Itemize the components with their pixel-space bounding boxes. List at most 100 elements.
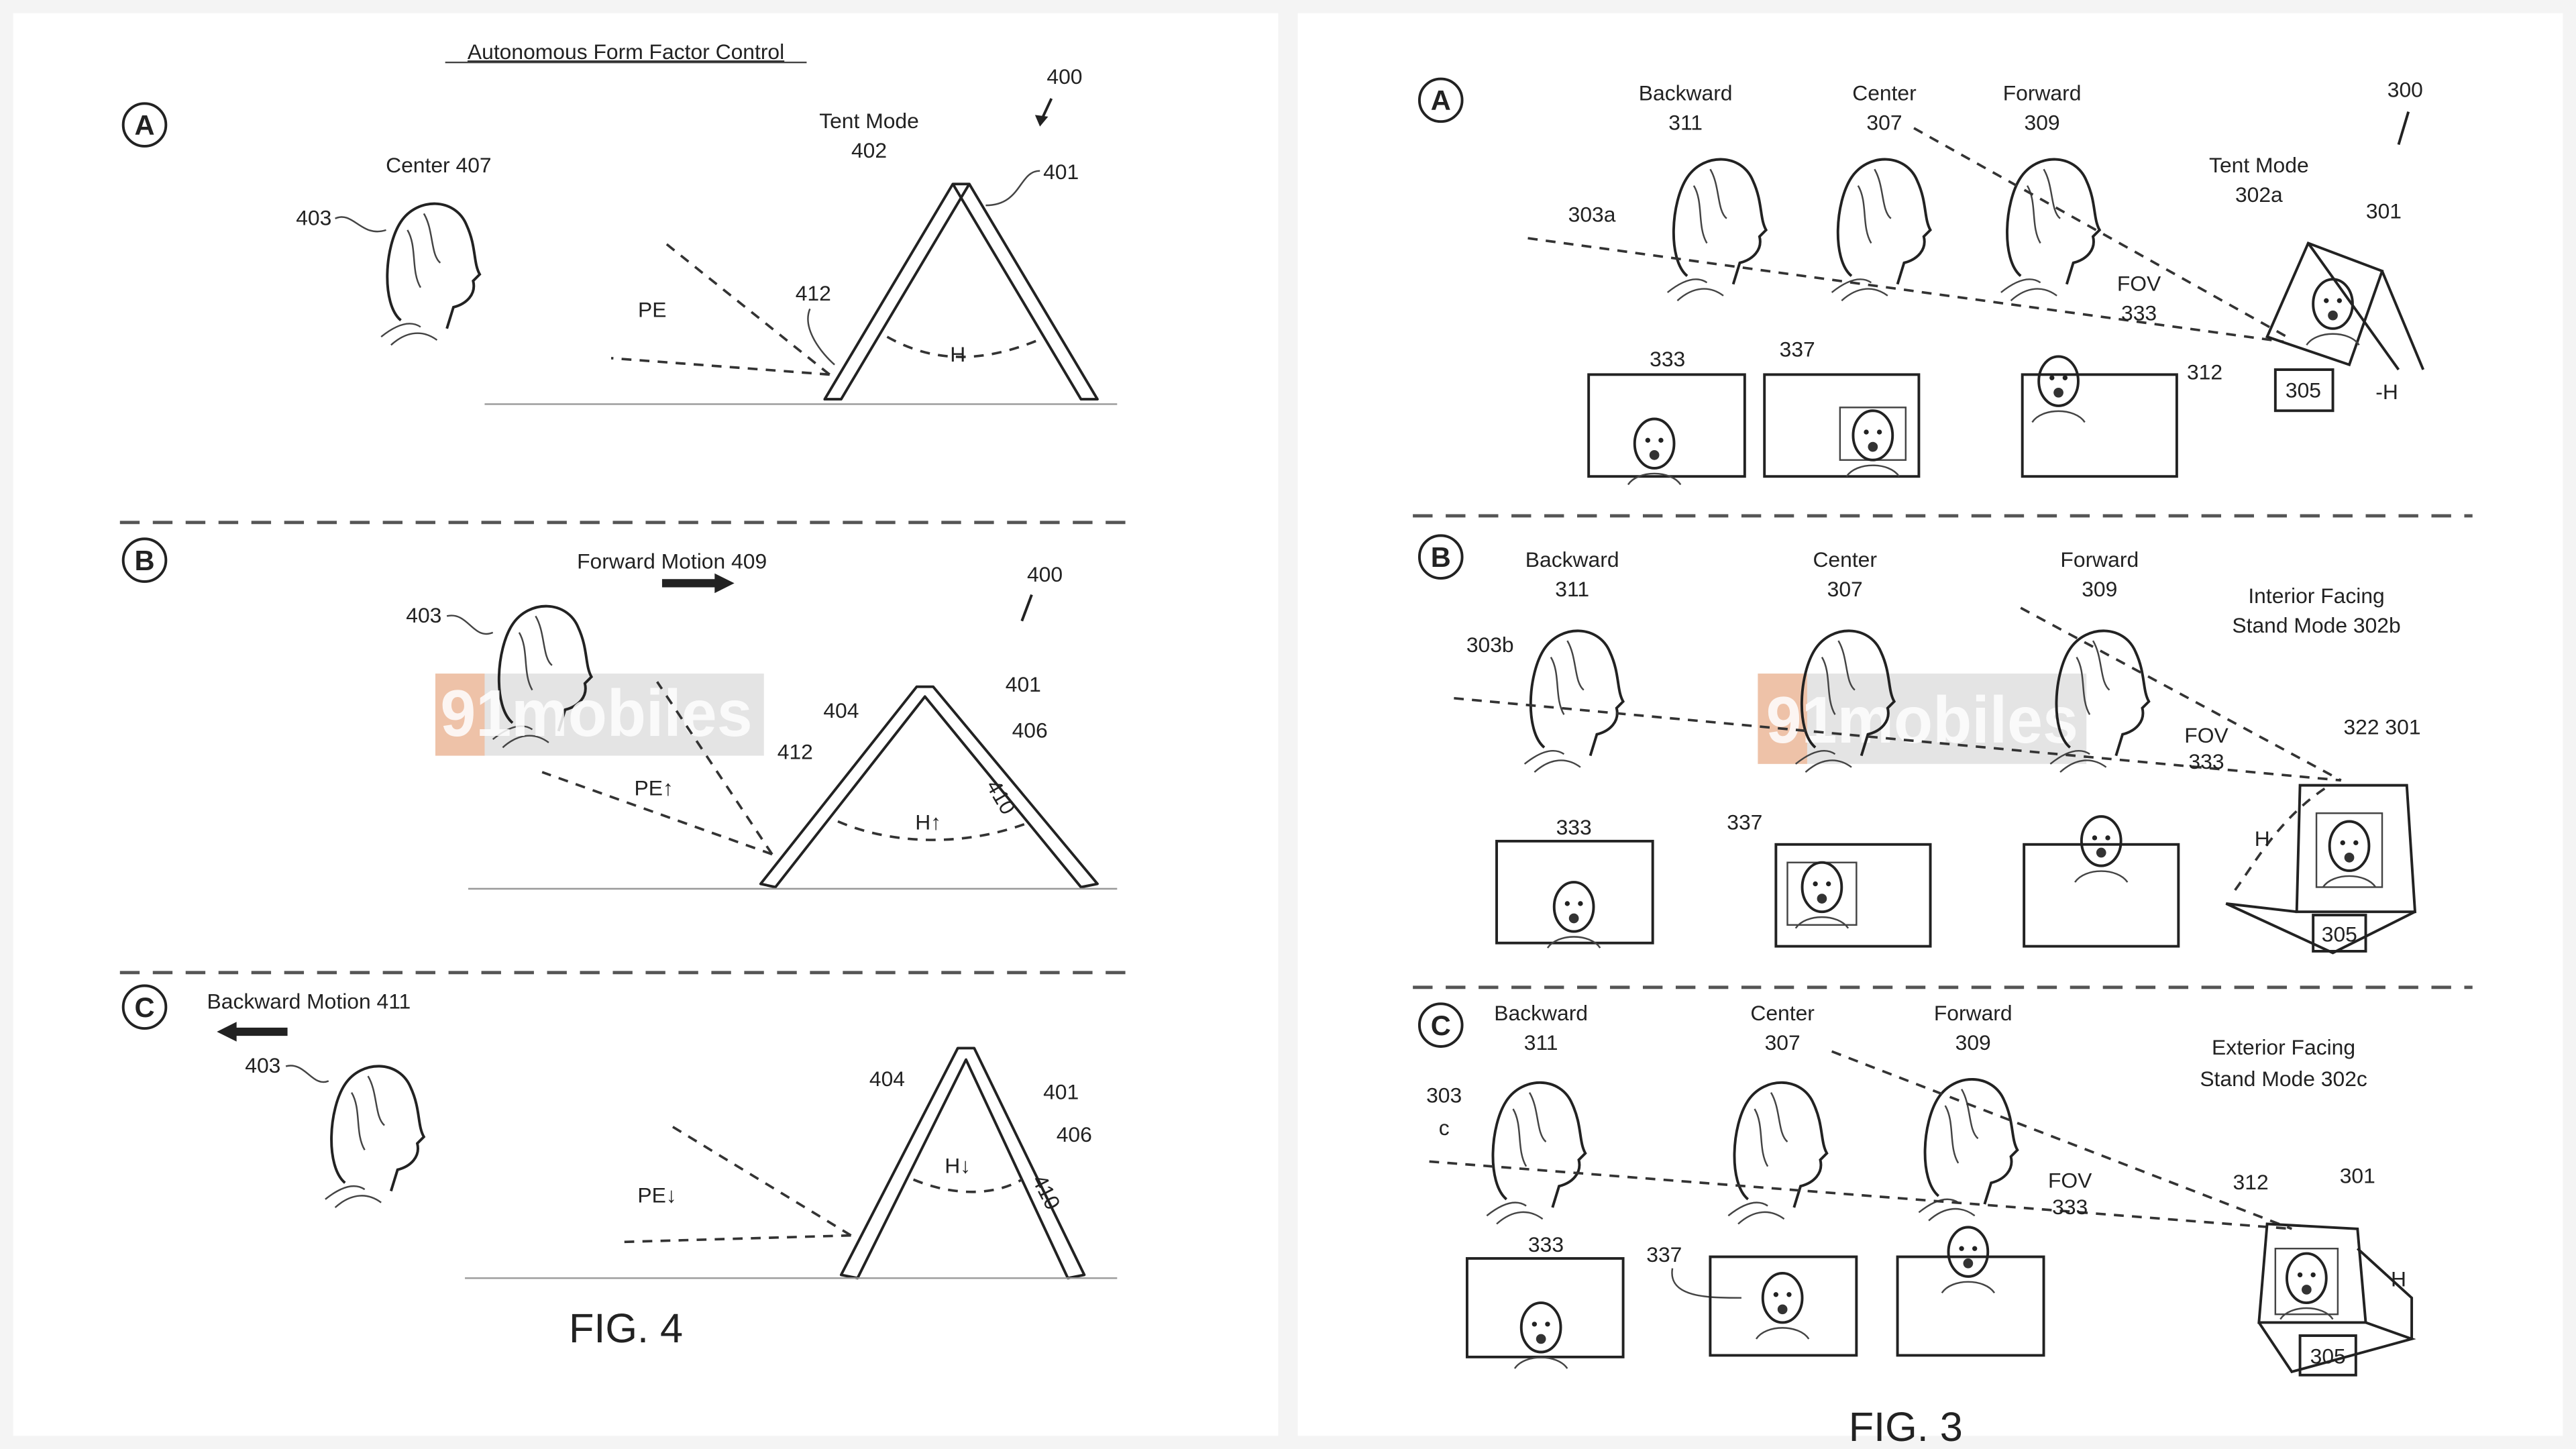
label-forward-num: 309	[1955, 1030, 1991, 1055]
panel-a-marker	[121, 102, 168, 148]
fig4-title: Autonomous Form Factor Control	[468, 40, 784, 64]
label-backward-num: 311	[1555, 577, 1589, 601]
watermark	[435, 674, 764, 756]
panel-letter: A	[1431, 85, 1451, 116]
label-forward: Forward	[2060, 547, 2139, 572]
label-device: 401	[1006, 672, 1041, 696]
fig3: A Backward 311 Center 307 Forward 309 30…	[1413, 77, 2473, 1449]
label-device: 301	[2340, 1163, 2375, 1187]
label-ref: 400	[1027, 562, 1063, 586]
label-user: 403	[245, 1053, 280, 1077]
label-pe: PE↓	[637, 1183, 676, 1208]
label-mode-num: 302a	[2235, 182, 2283, 207]
fig4-caption: FIG. 4	[569, 1305, 683, 1351]
label-user: 303	[1426, 1083, 1462, 1107]
label-sensor: 412	[777, 739, 813, 763]
panel-letter: C	[1431, 1010, 1451, 1041]
label-device: 322 301	[2343, 715, 2420, 739]
camera-frame	[1709, 1255, 1858, 1357]
label-motion: Forward Motion 409	[577, 549, 767, 573]
label-forward: Forward	[1934, 1001, 2012, 1025]
fig4-panel-c: C Backward Motion 411 403 404 401 406 41…	[121, 984, 1118, 1280]
camera-frame	[1587, 373, 1746, 478]
label-mode-num: 402	[851, 138, 887, 162]
label-mode: Tent Mode	[2209, 153, 2309, 177]
label-camera: 312	[2187, 360, 2222, 384]
panel-letter: B	[1431, 541, 1451, 573]
camera-frame	[2021, 373, 2178, 478]
label-fov: FOV	[2117, 271, 2161, 295]
label-fov-num: 333	[2121, 301, 2157, 325]
label-backward-num: 311	[1668, 110, 1703, 134]
camera-frame	[2023, 843, 2180, 948]
label-hinge: 404	[823, 698, 859, 722]
fig4: Autonomous Form Factor Control A Center …	[119, 40, 1134, 1351]
label-part: 406	[1012, 718, 1048, 743]
label-forward: Forward	[2003, 80, 2082, 105]
label-center: Center	[1750, 1001, 1815, 1025]
label-h: H↑	[915, 810, 941, 835]
label-ref: 400	[1046, 64, 1082, 89]
label-device: 401	[1043, 160, 1079, 184]
camera-frame	[1774, 843, 1932, 948]
label-fov: FOV	[2184, 723, 2229, 747]
fig4-panel-a: A Center 407 403 Tent Mode 402 400 401 P…	[121, 64, 1118, 405]
label-backward: Backward	[1525, 547, 1619, 572]
tent-device	[839, 1046, 1086, 1280]
tent-device	[759, 685, 1099, 889]
label-display: 305	[2322, 922, 2357, 946]
label-user: 303a	[1568, 203, 1616, 227]
watermark-text: 91mobiles	[440, 676, 752, 750]
label-mode: Interior Facing	[2248, 584, 2384, 608]
label-frame: 333	[1650, 347, 1685, 371]
label-ref: 300	[2387, 77, 2423, 101]
label-center-num: 307	[1827, 577, 1863, 601]
label-h: -H	[2375, 380, 2398, 404]
camera-frame	[1495, 839, 1654, 945]
camera-frame	[1763, 373, 1921, 478]
label-center-num: 307	[1866, 110, 1902, 134]
label-pe: PE↑	[635, 775, 674, 800]
label-crop: 337	[1727, 810, 1762, 835]
label-mode-num: Stand Mode 302c	[2200, 1067, 2367, 1091]
camera-frame	[1896, 1255, 2045, 1357]
label-h: H	[2391, 1267, 2406, 1291]
label-display: 305	[2286, 378, 2321, 402]
label-display: 305	[2310, 1344, 2346, 1368]
fig4-panel-b: B Forward Motion 409 400 403 91mobiles 4…	[121, 537, 1118, 890]
label-mode: Exterior Facing	[2212, 1035, 2355, 1059]
label-fov: FOV	[2048, 1169, 2092, 1193]
label-backward: Backward	[1494, 1001, 1588, 1025]
label-center: Center	[1813, 547, 1877, 572]
label-center-num: 307	[1765, 1030, 1801, 1055]
panel-letter: C	[134, 991, 154, 1023]
label-backward: Backward	[1639, 80, 1733, 105]
fig3-caption: FIG. 3	[1849, 1404, 1963, 1449]
label-hinge: 404	[869, 1067, 905, 1091]
label-h: H↓	[945, 1154, 971, 1178]
label-device: 301	[2366, 199, 2402, 223]
label-frame: 333	[1528, 1232, 1564, 1256]
label-h: H	[950, 342, 965, 366]
label-fov-num: 333	[2052, 1195, 2088, 1219]
label-forward-num: 309	[2025, 110, 2060, 134]
tent-device	[823, 182, 1099, 401]
label-user: 303b	[1466, 633, 1514, 657]
label-crop: 337	[1646, 1242, 1682, 1267]
label-user: 403	[296, 206, 331, 230]
watermark-text: 91mobiles	[1766, 683, 2078, 757]
label-camera: 312	[2233, 1170, 2269, 1194]
arrow-left-icon	[217, 1022, 237, 1042]
panel-letter: B	[134, 545, 154, 576]
arrow-right-icon	[714, 573, 735, 594]
fig3-panel-a: A Backward 311 Center 307 Forward 309 30…	[1417, 77, 2425, 486]
label-frame: 333	[1556, 815, 1592, 839]
label-center: Center	[1852, 80, 1917, 105]
device-stand	[2225, 784, 2417, 955]
label-motion: Backward Motion 411	[207, 989, 411, 1014]
label-user: 403	[406, 603, 441, 627]
label-forward-num: 309	[2082, 577, 2117, 601]
label-sensor: 412	[796, 281, 831, 305]
label-backward-num: 311	[1524, 1030, 1558, 1055]
